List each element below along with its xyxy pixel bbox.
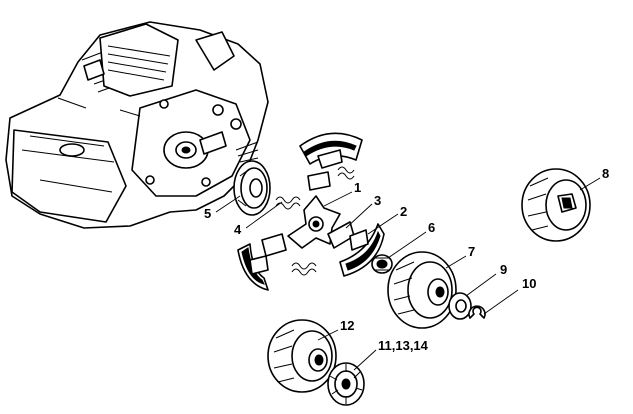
part-11-13-14-sprocket bbox=[327, 362, 365, 406]
callout-8: 8 bbox=[602, 166, 609, 181]
callout-2: 2 bbox=[400, 204, 407, 219]
callout-labels: 1 2 3 4 5 6 7 8 9 10 11,13,14 12 bbox=[204, 166, 609, 353]
clutch-shoe-left bbox=[237, 233, 287, 291]
part-12-clutch-drum bbox=[267, 319, 337, 393]
part-2-clutch-shoe bbox=[339, 223, 385, 277]
part-6-needle-bearing bbox=[371, 254, 393, 274]
callout-11-13-14: 11,13,14 bbox=[378, 338, 429, 353]
clutch-spring-lower bbox=[291, 262, 317, 276]
part-9-washer bbox=[448, 292, 472, 320]
callout-1: 1 bbox=[354, 180, 361, 195]
leader-lines bbox=[215, 177, 601, 371]
callout-12: 12 bbox=[340, 318, 354, 333]
engine-crankcase bbox=[5, 21, 269, 229]
part-1-clutch-carrier bbox=[287, 195, 341, 249]
callout-4: 4 bbox=[234, 222, 242, 237]
part-7-clutch-drum bbox=[387, 251, 457, 329]
part-8-clutch-drum bbox=[521, 168, 591, 242]
callout-9: 9 bbox=[500, 262, 507, 277]
clutch-shoe-top bbox=[299, 132, 363, 169]
part-4-spring bbox=[275, 196, 301, 210]
callout-10: 10 bbox=[522, 276, 536, 291]
part-10-e-clip bbox=[468, 305, 486, 319]
clutch-spring-top bbox=[337, 166, 355, 180]
callout-3: 3 bbox=[374, 193, 381, 208]
callout-6: 6 bbox=[428, 220, 435, 235]
callout-5: 5 bbox=[204, 206, 211, 221]
clutch-shoe-small bbox=[307, 171, 331, 191]
callout-7: 7 bbox=[468, 244, 475, 259]
part-5-thrust-washer bbox=[233, 160, 271, 216]
